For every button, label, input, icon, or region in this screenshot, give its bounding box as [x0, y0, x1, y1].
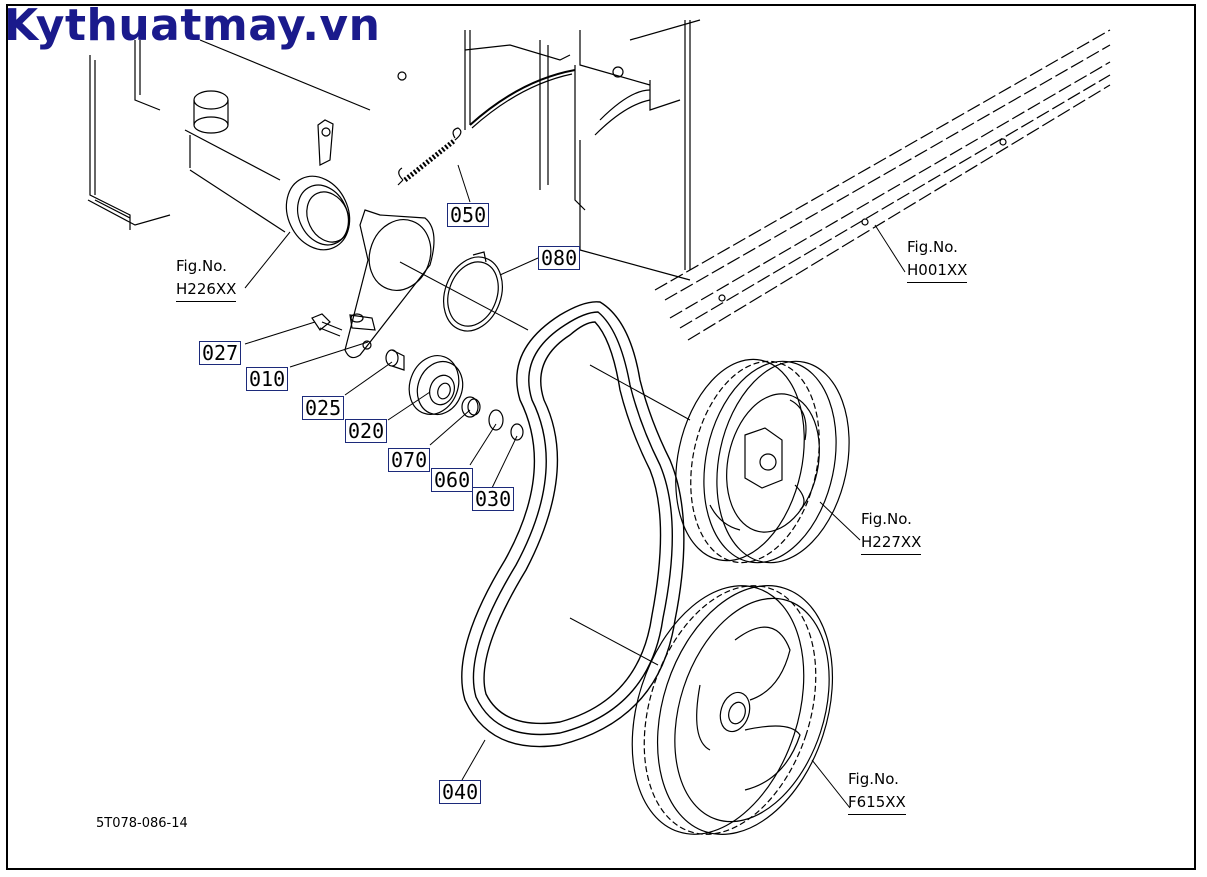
figref-h227-number: H227XX: [861, 531, 922, 555]
watermark-logo: Kythuatmay.vn: [4, 0, 381, 51]
snap-ring: [443, 251, 503, 332]
figref-h227-label: Fig.No.: [861, 510, 912, 528]
tensioner-housing: [184, 90, 351, 251]
figref-f615[interactable]: Fig.No. F615XX: [848, 768, 906, 815]
callout-070[interactable]: 070: [388, 448, 431, 472]
figref-h001-number: H001XX: [907, 259, 968, 283]
figref-h226[interactable]: Fig.No. H226XX: [176, 255, 237, 302]
cable: [469, 69, 576, 126]
idler-pulley: [408, 355, 464, 416]
callout-080[interactable]: 080: [538, 246, 581, 270]
rail-beam: [654, 29, 1111, 341]
v-belt: [461, 301, 685, 748]
drive-pulley-upper: [675, 358, 850, 564]
leader-lines: [244, 164, 906, 809]
figref-h001[interactable]: Fig.No. H001XX: [907, 236, 968, 283]
figref-f615-number: F615XX: [848, 791, 906, 815]
callout-050[interactable]: 050: [447, 203, 490, 227]
chassis-frame-left: [87, 39, 407, 230]
callout-025[interactable]: 025: [302, 396, 345, 420]
retaining-ring: [510, 423, 524, 441]
callout-027[interactable]: 027: [199, 341, 242, 365]
callout-040[interactable]: 040: [439, 780, 482, 804]
bearing: [461, 396, 479, 418]
figref-h001-label: Fig.No.: [907, 238, 958, 256]
spacer: [385, 349, 405, 371]
figref-h226-number: H226XX: [176, 278, 237, 302]
figref-h227[interactable]: Fig.No. H227XX: [861, 508, 922, 555]
callout-020[interactable]: 020: [345, 419, 388, 443]
drawing-number: 5T078-086-14: [96, 816, 188, 831]
bolt: [311, 313, 343, 337]
chassis-frame-center: [464, 19, 701, 281]
figref-f615-label: Fig.No.: [848, 770, 899, 788]
drawing-frame: [6, 4, 1196, 870]
tension-spring: [397, 127, 462, 186]
callout-010[interactable]: 010: [246, 367, 289, 391]
drive-pulley-lower: [631, 585, 834, 835]
figref-h226-label: Fig.No.: [176, 257, 227, 275]
tension-arm: [344, 209, 435, 359]
callout-030[interactable]: 030: [472, 487, 515, 511]
callout-060[interactable]: 060: [431, 468, 474, 492]
circlip: [488, 409, 504, 431]
